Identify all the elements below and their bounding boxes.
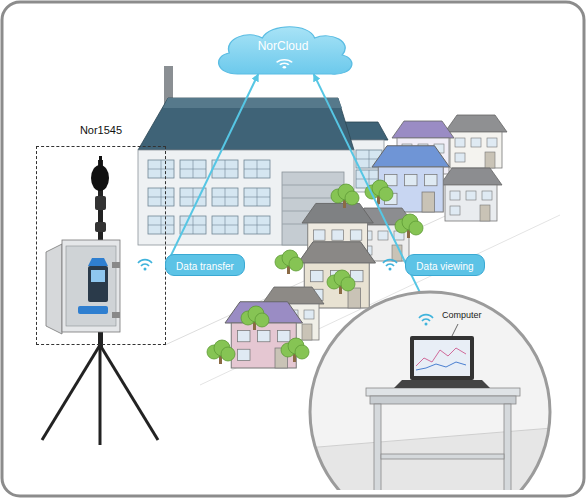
computer-inset [306, 288, 552, 490]
computer-label: Computer [442, 310, 482, 321]
edge-label: Data viewing [416, 261, 473, 272]
data-link-arrow [314, 74, 420, 292]
wifi-icon [383, 260, 397, 271]
cloud-node: NorCloud [210, 22, 356, 78]
edge-label-pill: Data viewing [405, 254, 484, 276]
edge-label: Data transfer [176, 261, 234, 272]
computer-inset-node: Computer [306, 288, 552, 490]
device-frame: Nor1545 [36, 112, 166, 345]
cloud-label: NorCloud [210, 39, 356, 53]
data-link-arrow [166, 74, 258, 266]
sound-level-meter-tripod [42, 156, 158, 445]
wifi-icon [138, 260, 152, 271]
edge-label-pill: Data transfer [165, 254, 245, 276]
dashed-outline [36, 146, 166, 345]
device-label: Nor1545 [36, 124, 166, 137]
